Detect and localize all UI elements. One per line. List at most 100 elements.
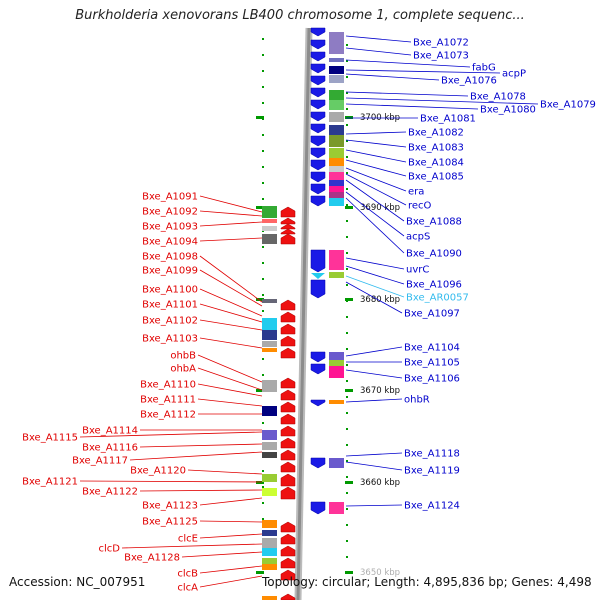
gene-block[interactable] — [329, 180, 344, 186]
gene-label-left[interactable]: clcB — [177, 569, 198, 580]
gene-label-right[interactable]: Bxe_A1081 — [420, 114, 476, 125]
forward-strand-gene[interactable] — [280, 206, 296, 218]
gene-label-left[interactable]: Bxe_A1091 — [142, 192, 198, 203]
gene-block[interactable] — [329, 272, 344, 278]
gene-block[interactable] — [329, 100, 344, 110]
forward-strand-gene[interactable] — [280, 233, 296, 245]
gene-block[interactable] — [262, 299, 277, 303]
forward-strand-gene[interactable] — [280, 533, 296, 545]
gene-block[interactable] — [262, 474, 277, 482]
gene-label-left[interactable]: clcD — [99, 544, 121, 555]
forward-strand-gene[interactable] — [280, 223, 296, 230]
forward-strand-gene[interactable] — [280, 401, 296, 413]
gene-label-left[interactable]: Bxe_A1115 — [22, 433, 78, 444]
gene-label-right[interactable]: uvrC — [406, 265, 429, 276]
gene-label-left[interactable]: Bxe_A1099 — [142, 266, 198, 277]
gene-block[interactable] — [329, 172, 344, 180]
forward-strand-gene[interactable] — [280, 569, 296, 581]
forward-strand-gene[interactable] — [280, 335, 296, 347]
reverse-strand-gene[interactable] — [310, 457, 326, 469]
gene-block[interactable] — [329, 360, 344, 366]
forward-strand-gene[interactable] — [280, 461, 296, 473]
gene-block[interactable] — [262, 596, 277, 600]
forward-strand-gene[interactable] — [280, 217, 296, 225]
gene-label-right[interactable]: Bxe_A1079 — [540, 100, 596, 111]
reverse-strand-gene[interactable] — [310, 159, 326, 171]
forward-strand-gene[interactable] — [280, 413, 296, 425]
gene-label-right[interactable]: Bxe_A1119 — [404, 466, 460, 477]
gene-block[interactable] — [329, 502, 344, 514]
gene-features[interactable] — [262, 27, 344, 600]
gene-label-left[interactable]: Bxe_A1120 — [130, 466, 186, 477]
gene-block[interactable] — [262, 558, 277, 564]
gene-label-right[interactable]: era — [408, 187, 424, 198]
reverse-strand-gene[interactable] — [310, 279, 326, 299]
gene-block[interactable] — [262, 234, 277, 244]
reverse-strand-gene[interactable] — [310, 195, 326, 207]
gene-label-right[interactable]: Bxe_A1105 — [404, 358, 460, 369]
gene-label-left[interactable]: clcA — [177, 583, 198, 594]
gene-block[interactable] — [329, 366, 344, 378]
gene-label-left[interactable]: Bxe_A1112 — [140, 410, 196, 421]
gene-block[interactable] — [262, 406, 277, 416]
gene-label-left[interactable]: Bxe_A1111 — [140, 395, 196, 406]
gene-block[interactable] — [262, 520, 277, 528]
gene-label-left[interactable]: Bxe_A1100 — [142, 285, 198, 296]
gene-label-left[interactable]: ohbB — [170, 351, 196, 362]
reverse-strand-gene[interactable] — [310, 27, 326, 37]
gene-block[interactable] — [329, 66, 344, 74]
gene-block[interactable] — [329, 148, 344, 158]
gene-label-left[interactable]: Bxe_A1102 — [142, 316, 198, 327]
gene-label-left[interactable]: Bxe_A1093 — [142, 222, 198, 233]
forward-strand-gene[interactable] — [280, 323, 296, 335]
gene-block[interactable] — [262, 341, 277, 347]
gene-block[interactable] — [329, 125, 344, 135]
gene-block[interactable] — [329, 58, 344, 62]
reverse-strand-gene[interactable] — [310, 399, 326, 407]
gene-label-left[interactable]: Bxe_A1098 — [142, 252, 198, 263]
gene-block[interactable] — [262, 318, 277, 330]
reverse-strand-gene[interactable] — [310, 111, 326, 122]
reverse-strand-gene[interactable] — [310, 75, 326, 86]
gene-block[interactable] — [329, 158, 344, 166]
gene-block[interactable] — [329, 186, 344, 192]
gene-label-left[interactable]: Bxe_A1117 — [72, 456, 128, 467]
gene-label-left[interactable]: Bxe_A1110 — [140, 380, 196, 391]
gene-block[interactable] — [262, 330, 277, 340]
gene-label-left[interactable]: Bxe_A1123 — [142, 501, 198, 512]
gene-labels[interactable]: Bxe_A1091Bxe_A1092Bxe_A1093Bxe_A1094Bxe_… — [22, 38, 596, 594]
reverse-strand-gene[interactable] — [310, 39, 326, 50]
gene-block[interactable] — [329, 352, 344, 360]
rna-gene[interactable] — [311, 273, 325, 279]
gene-block[interactable] — [262, 530, 277, 536]
reverse-strand-gene[interactable] — [310, 183, 326, 195]
gene-label-right[interactable]: Bxe_A1104 — [404, 343, 460, 354]
gene-label-left[interactable]: Bxe_A1114 — [82, 426, 138, 437]
forward-strand-gene[interactable] — [280, 389, 296, 401]
gene-label-right[interactable]: recO — [408, 201, 432, 212]
gene-block[interactable] — [262, 488, 277, 496]
gene-label-right[interactable]: Bxe_A1085 — [408, 172, 464, 183]
gene-block[interactable] — [329, 192, 344, 198]
gene-label-right[interactable]: acpS — [406, 232, 430, 243]
gene-block[interactable] — [329, 166, 344, 172]
reverse-strand-gene[interactable] — [310, 501, 326, 515]
gene-block[interactable] — [262, 380, 277, 392]
gene-label-right[interactable]: ohbR — [404, 395, 430, 406]
gene-block[interactable] — [329, 135, 344, 147]
gene-label-left[interactable]: ohbA — [170, 364, 196, 375]
reverse-strand-gene[interactable] — [310, 147, 326, 159]
forward-strand-gene[interactable] — [280, 449, 296, 461]
forward-strand-gene[interactable] — [280, 521, 296, 533]
reverse-strand-gene[interactable] — [310, 63, 326, 74]
gene-label-right[interactable]: fabG — [472, 63, 496, 74]
gene-block[interactable] — [329, 400, 344, 404]
gene-label-right[interactable]: Bxe_A1124 — [404, 501, 460, 512]
gene-block[interactable] — [329, 198, 344, 206]
gene-label-right[interactable]: Bxe_A1073 — [413, 51, 469, 62]
gene-block[interactable] — [329, 458, 344, 468]
gene-label-right[interactable]: Bxe_A1090 — [406, 249, 462, 260]
reverse-strand-gene[interactable] — [310, 99, 326, 110]
gene-label-left[interactable]: Bxe_A1121 — [22, 477, 78, 488]
gene-label-right[interactable]: Bxe_A1096 — [406, 280, 462, 291]
